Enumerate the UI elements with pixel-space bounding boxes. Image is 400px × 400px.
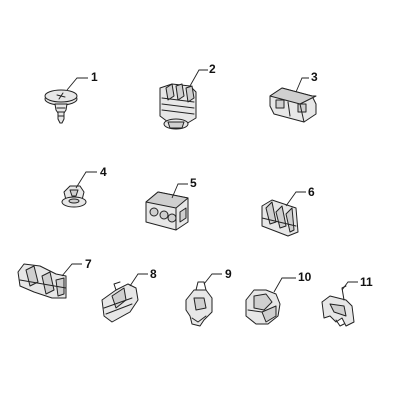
part-2-ribbed-clip[interactable] — [159, 83, 197, 130]
leader-line-9 — [203, 273, 222, 285]
leader-line-5 — [171, 183, 188, 199]
leader-line-7 — [61, 263, 82, 277]
leader-line-6 — [285, 191, 306, 207]
label-9: 9 — [225, 267, 232, 281]
label-2: 2 — [209, 62, 216, 76]
label-7: 7 — [85, 257, 92, 271]
label-10: 10 — [298, 270, 312, 284]
part-4-cap-clip[interactable] — [61, 185, 87, 208]
leader-line-11 — [341, 281, 358, 291]
part-10-round-clip[interactable] — [245, 289, 281, 325]
part-11-wire-clip[interactable] — [321, 285, 355, 327]
leader-line-2 — [189, 69, 208, 87]
label-1: 1 — [91, 70, 98, 84]
part-6-rail-clip[interactable] — [261, 199, 299, 237]
leader-line-1 — [66, 77, 88, 91]
leader-line-10 — [273, 277, 296, 293]
part-7-loop-clip[interactable] — [17, 263, 67, 299]
part-9-hook-clip[interactable] — [185, 281, 213, 327]
label-5: 5 — [190, 176, 197, 190]
leader-line-3 — [295, 77, 309, 93]
part-1-screw-pin[interactable] — [44, 89, 78, 124]
part-3-block-clip[interactable] — [269, 87, 317, 123]
label-3: 3 — [311, 70, 318, 84]
label-4: 4 — [100, 165, 107, 179]
label-11: 11 — [360, 275, 373, 289]
leader-line-8 — [129, 273, 148, 287]
part-8-spring-clip[interactable] — [101, 281, 139, 323]
part-5-triple-block[interactable] — [145, 191, 189, 231]
label-8: 8 — [150, 267, 157, 281]
label-6: 6 — [308, 185, 315, 199]
leader-line-4 — [75, 171, 97, 189]
